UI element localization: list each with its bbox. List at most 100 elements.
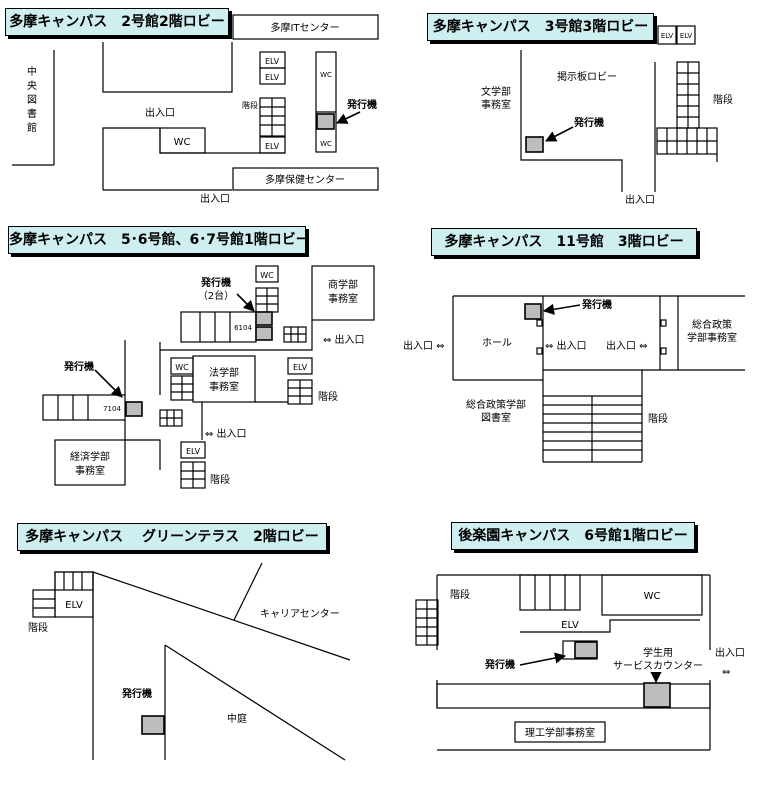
machine-p2-arrow: [545, 126, 574, 142]
p2-elevator-1-label: ELV: [661, 32, 674, 40]
issuing-machine-p1: [316, 113, 335, 130]
library-label-1: 中: [27, 65, 37, 78]
machine-p1-label: 発行機: [346, 98, 377, 111]
title-tama-bldg3: 多摩キャンパス 3号館3階ロビー: [427, 13, 654, 41]
p3-entrance-right: ⇔ 出入口: [323, 333, 365, 346]
p3-elevator-mid: [287, 357, 313, 375]
health-center-label: 多摩保健センター: [265, 173, 345, 186]
p3-wc-top: [255, 265, 279, 283]
p2-elevator-1: [657, 25, 677, 45]
issuing-machine-p6: [574, 641, 598, 659]
machine-p3-top-label-1: 発行機: [200, 276, 231, 289]
elevator-3: [259, 136, 286, 154]
p6-wc-label: WC: [644, 591, 661, 602]
p3-corridor-wall-top: [159, 320, 313, 351]
p5-elevator-stairs: [32, 571, 94, 618]
econ-label-2: 事務室: [75, 464, 105, 477]
machine-p3-top-arrow: [236, 293, 255, 312]
service-counter-label-2: サービスカウンター: [613, 660, 703, 672]
stairs-p6: [415, 599, 439, 646]
lit-office-label-2: 事務室: [481, 98, 511, 111]
p3-grid-top: [283, 326, 307, 343]
machine-p4-label: 発行機: [581, 298, 612, 311]
issuing-machine-p3-b: [255, 326, 273, 341]
issuing-machine-p5: [141, 715, 165, 735]
hall-label: ホール: [482, 337, 512, 349]
career-center-label: キャリアセンター: [260, 608, 340, 620]
service-counter: [643, 682, 671, 708]
p3-elevator-bottom-label: ELV: [186, 447, 201, 456]
sci-office-room: [514, 721, 606, 743]
elevator-1-label: ELV: [265, 57, 280, 66]
health-center-room: [232, 167, 379, 191]
machine-p5-label: 発行機: [121, 687, 152, 700]
p3-wc-mid-label: WC: [175, 363, 189, 372]
plan-tama-bldg2: 多摩ITセンター 中 央 図 書 館 WC 出入口 ELV ELV ELV 階段…: [12, 14, 379, 205]
machine-p3-top-label-2: （2台）: [198, 289, 234, 302]
policy-library-label-1: 総合政策学部: [466, 398, 526, 411]
plan-tama-green-terrace: ELV 階段 キャリアセンター 発行機 中庭: [28, 562, 351, 761]
stairs-p1-label: 階段: [242, 100, 258, 110]
p6-stairs-label: 階段: [450, 588, 470, 601]
p3-stairs-mid-label: 階段: [318, 390, 338, 403]
commerce-office: [311, 265, 375, 321]
machine-p3-left-arrow: [94, 369, 123, 398]
library-label-2: 央: [27, 79, 37, 92]
policy-office-label-1: 総合政策: [692, 318, 732, 331]
library-label-4: 書: [27, 107, 37, 120]
elevator-2-label: ELV: [265, 73, 280, 82]
library-label-5: 館: [27, 121, 37, 134]
it-center-room: [232, 14, 379, 40]
commerce-label-2: 事務室: [328, 292, 358, 305]
p3-wc-top-label: WC: [260, 271, 274, 280]
machine-p6-arrow: [519, 652, 567, 666]
machine-p6-label: 発行機: [484, 658, 515, 671]
plan-tama-bldg3: ELV ELV 掲示板ロビー 文学部 事務室 発行機 階段 出入口: [481, 25, 733, 206]
wc-right-bottom-label: WC: [320, 140, 332, 148]
title-tama-bldg5-6: 多摩キャンパス 5･6号館、6･7号館1階ロビー: [8, 226, 310, 254]
p2-corridor-wall: [520, 50, 623, 192]
plan-tama-bldg5-6: WC 発行機 （2台） 6104 商学部 事務室 ⇔ 出入口 発行機: [42, 265, 375, 489]
econ-label-1: 経済学部: [70, 450, 110, 463]
law-label-2: 事務室: [209, 380, 239, 393]
elevator-3-label: ELV: [265, 142, 280, 151]
bulletin-lobby-label: 掲示板ロビー: [557, 70, 617, 83]
p6-elevator-label: ELV: [561, 620, 579, 631]
machine-p2-label: 発行機: [573, 116, 604, 129]
lit-office-label-1: 文学部: [481, 85, 511, 98]
p2-elevator-2-label: ELV: [680, 32, 693, 40]
room-7104-block: [42, 394, 126, 421]
law-office: [192, 355, 256, 403]
p6-top-blocks: [519, 574, 581, 611]
plan-korakuen-bldg6: 階段 WC ELV 発行機 学生用 サービスカウンター 出入口 ⇔ 理工学部事務…: [415, 574, 745, 751]
p3-grid-bottom: [159, 409, 183, 427]
issuing-machine-p2: [525, 136, 544, 153]
elevator-2: [259, 67, 286, 85]
machine-p4-arrow: [542, 303, 581, 315]
sci-office-label: 理工学部事務室: [525, 726, 595, 739]
room-6104-label: 6104: [234, 324, 252, 332]
corridor-wall-top: [102, 42, 233, 93]
stairs-p2-label: 階段: [713, 93, 733, 106]
p5-stairs-label: 階段: [28, 621, 48, 634]
law-label-1: 法学部: [209, 366, 239, 379]
entrance-top-label: 出入口: [145, 106, 175, 119]
stairs-p2: [656, 61, 718, 162]
title-tama-green-terrace: 多摩キャンパス グリーンテラス 2階ロビー: [17, 523, 327, 551]
machine-p1-arrow: [335, 111, 361, 124]
stairs-p4-label: 階段: [648, 412, 668, 425]
wc-left-label: WC: [174, 137, 191, 148]
issuing-machine-p4: [524, 303, 542, 320]
p4-entrance-right: 出入口 ⇔: [606, 339, 648, 352]
p5-elevator-label: ELV: [65, 600, 83, 611]
issuing-machine-p3-a: [255, 311, 273, 326]
policy-office-label-2: 学部事務室: [687, 331, 737, 344]
p4-entrance-left: 出入口 ⇔: [403, 339, 445, 352]
p6-wc-room: [601, 574, 703, 616]
title-korakuen-bldg6: 後楽園キャンパス 6号館1階ロビー: [451, 522, 695, 550]
p3-elevator-mid-label: ELV: [293, 363, 308, 372]
p4-entrance-mid: ⇔ 出入口: [545, 339, 587, 352]
p2-elevator-2: [676, 25, 696, 45]
econ-office: [54, 439, 126, 486]
courtyard-label: 中庭: [227, 712, 247, 725]
